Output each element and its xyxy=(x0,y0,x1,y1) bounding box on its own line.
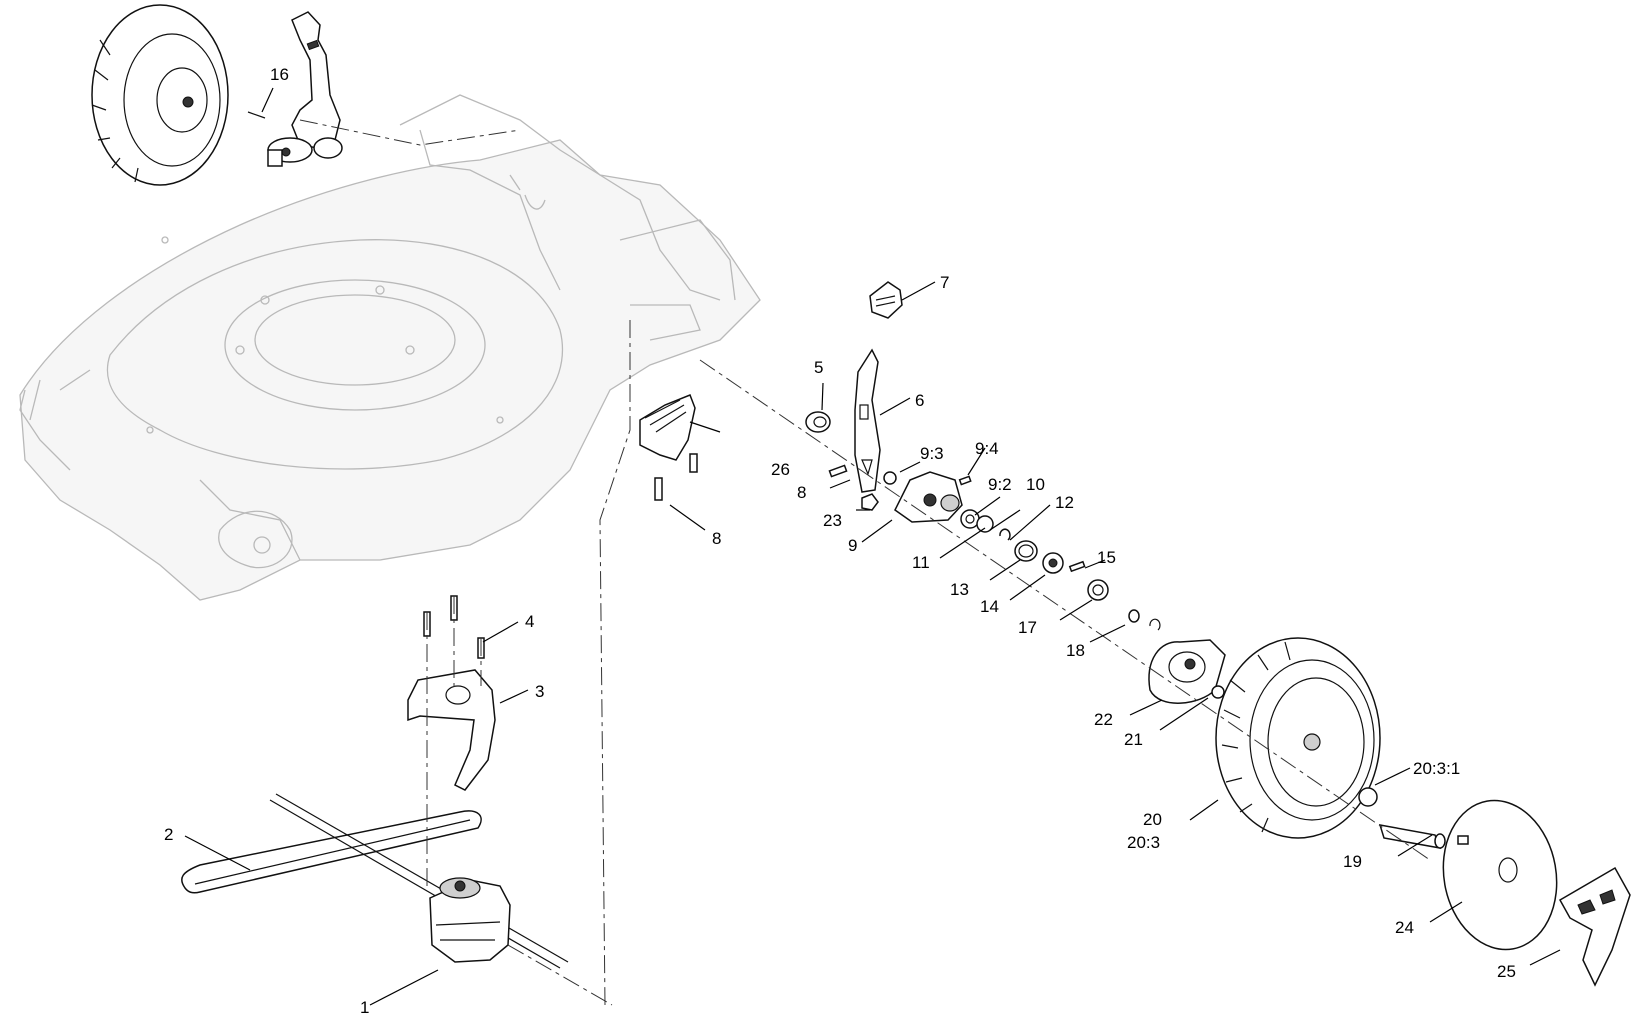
part-6-lever xyxy=(854,348,881,493)
front-wheel-assembly xyxy=(1148,637,1631,987)
callout-11: 11 xyxy=(912,553,930,572)
part-26-bracket xyxy=(639,394,696,461)
part-17-pinion-gear xyxy=(1087,579,1109,601)
part-11-washer xyxy=(976,515,994,533)
part-12-clip xyxy=(999,528,1011,541)
part-8-bolt-a xyxy=(654,477,663,501)
callout-21: 21 xyxy=(1124,730,1143,749)
part-23-nut xyxy=(861,493,879,511)
callout-8-b: 8 xyxy=(712,529,721,548)
callout-1: 1 xyxy=(360,998,369,1017)
part-22-wheel-gear xyxy=(1148,639,1226,704)
part-25-wheel-cap xyxy=(1558,866,1631,987)
callout-25: 25 xyxy=(1497,962,1516,981)
callout-13: 13 xyxy=(950,580,969,599)
alignment-centerlines xyxy=(299,119,1431,1006)
part-8-bolt-b xyxy=(689,453,698,473)
part-18-spring xyxy=(1128,609,1140,623)
callout-labels: 1 2 3 4 5 6 7 8 8 9 9:2 9:3 9:4 10 11 12… xyxy=(164,65,1516,1017)
rear-wheel-assembly-ghost xyxy=(91,4,343,186)
callout-9-4: 9:4 xyxy=(975,439,999,458)
part-20-3-1-bushing xyxy=(1358,787,1378,807)
part-10-washer xyxy=(960,509,980,529)
callout-15: 15 xyxy=(1097,548,1116,567)
callout-20-3-1: 20:3:1 xyxy=(1413,759,1460,778)
callout-6: 6 xyxy=(915,391,924,410)
callout-8-a: 8 xyxy=(797,483,806,502)
callout-4: 4 xyxy=(525,612,534,631)
callout-24: 24 xyxy=(1395,918,1414,937)
callout-22: 22 xyxy=(1094,710,1113,729)
part-5-bushing xyxy=(805,411,831,433)
part-20-wheel xyxy=(1215,637,1381,839)
part-8-bolt-c xyxy=(828,464,848,478)
callout-26: 26 xyxy=(771,460,790,479)
callout-23: 23 xyxy=(823,511,842,530)
callout-18: 18 xyxy=(1066,641,1085,660)
part-9-3-spacer xyxy=(883,471,897,485)
callout-16: 16 xyxy=(270,65,289,84)
callout-3: 3 xyxy=(535,682,544,701)
callout-19: 19 xyxy=(1343,852,1362,871)
leader-lines xyxy=(184,87,1561,1006)
part-19-axle-bolt xyxy=(1378,824,1442,849)
callout-17: 17 xyxy=(1018,618,1037,637)
callout-7: 7 xyxy=(940,273,949,292)
part-13-ring xyxy=(1014,540,1038,562)
callout-9-2: 9:2 xyxy=(988,475,1012,494)
callout-9: 9 xyxy=(848,536,857,555)
callout-20: 20 xyxy=(1143,810,1162,829)
drive-assembly xyxy=(181,595,569,969)
part-21-washer xyxy=(1211,685,1225,699)
part-7-lever-grip xyxy=(869,281,903,319)
height-adjust-assembly xyxy=(639,281,1161,631)
callout-5: 5 xyxy=(814,358,823,377)
callout-9-3: 9:3 xyxy=(920,444,944,463)
part-15-pin xyxy=(1068,560,1086,573)
callout-20-3: 20:3 xyxy=(1127,833,1160,852)
part-3-bracket xyxy=(407,669,496,791)
callout-12: 12 xyxy=(1055,493,1074,512)
callout-10: 10 xyxy=(1026,475,1045,494)
mower-deck-ghost xyxy=(19,94,761,601)
callout-14: 14 xyxy=(980,597,999,616)
part-9-4-pin xyxy=(958,475,972,486)
callout-2: 2 xyxy=(164,825,173,844)
